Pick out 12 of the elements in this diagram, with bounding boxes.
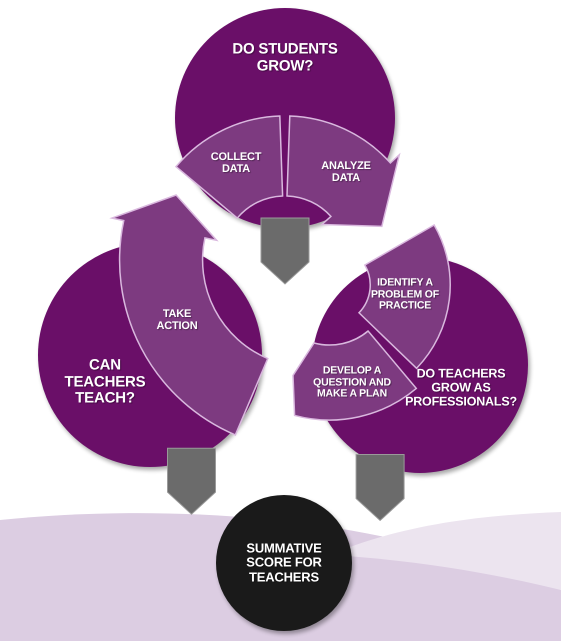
circle-label: SUMMATIVE SCORE FOR TEACHERS — [245, 542, 323, 584]
segment-label: IDENTIFY A PROBLEM OF PRACTICE — [370, 278, 440, 312]
segment-label: ANALYZE DATA — [320, 160, 372, 184]
block-arrow — [260, 218, 310, 285]
circle-label: DO TEACHERS GROW AS PROFESSIONALS? — [404, 367, 518, 409]
circle-label: CAN TEACHERS TEACH? — [64, 357, 146, 407]
block-arrow — [356, 454, 405, 522]
segment-label: TAKE ACTION — [156, 308, 198, 332]
segment-label: DEVELOP A QUESTION AND MAKE A PLAN — [312, 366, 392, 400]
circle-label: DO STUDENTS GROW? — [231, 42, 339, 74]
block-arrow — [167, 448, 216, 515]
segment-label: COLLECT DATA — [210, 150, 262, 176]
